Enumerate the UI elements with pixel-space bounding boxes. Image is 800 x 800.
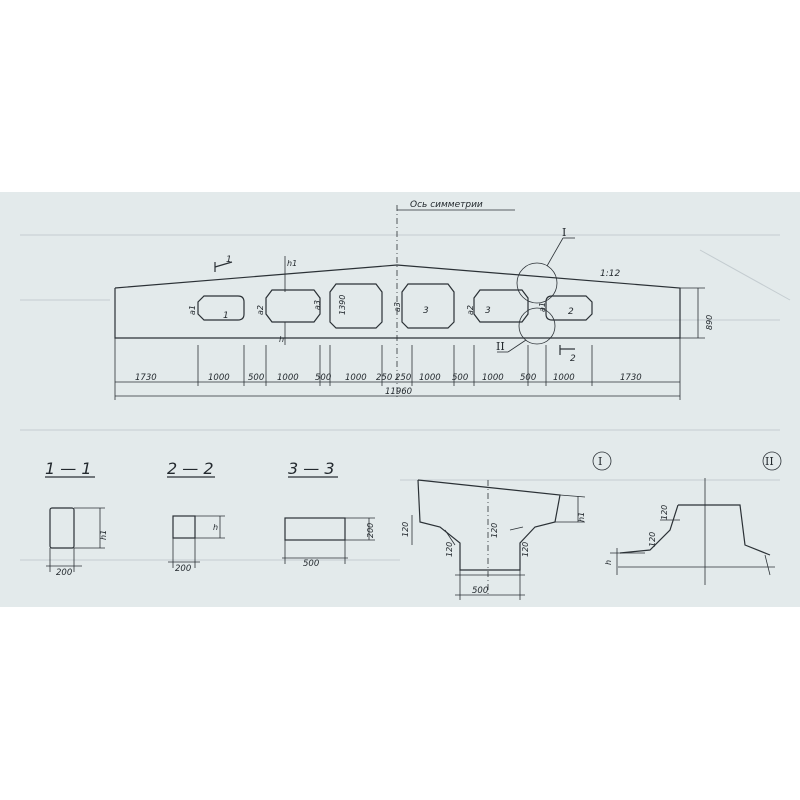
detail-I-mark: I xyxy=(598,455,602,468)
overall-height-dimension: 890 xyxy=(680,287,714,339)
label-1390: 1390 xyxy=(338,295,347,315)
section-3-3: 3 — 3 200 500 xyxy=(282,459,375,569)
detail-I: I h1 120 120 120 120 500 xyxy=(401,451,612,600)
beam-outline xyxy=(114,264,681,339)
detail-mark-II: II xyxy=(496,340,505,353)
opening-a1-left xyxy=(197,295,245,321)
opening-mark-2: 2 xyxy=(568,307,574,317)
label-a3-right: a3 xyxy=(393,302,402,312)
opening-a2-right xyxy=(473,289,529,323)
cut-mark-1: 1 xyxy=(226,255,232,265)
detail-II-120-b: 120 xyxy=(648,532,657,547)
section-3-3-title: 3 — 3 xyxy=(288,459,335,478)
dim-1000-4: 1000 xyxy=(419,373,441,383)
detail-II: II 120 120 h xyxy=(604,451,782,585)
detail-II-mark: II xyxy=(765,455,774,468)
detail-mark-I: I xyxy=(562,226,566,239)
section-1-1-title: 1 — 1 xyxy=(45,459,92,478)
opening-height-labels: a1 a2 a3 1390 a3 a2 a1 h1 h xyxy=(188,256,547,345)
dim-500-3: 500 xyxy=(452,373,468,383)
section-3-3-height: 200 xyxy=(366,523,375,538)
section-2-2-height: h xyxy=(213,523,218,532)
section-2-2-width: 200 xyxy=(175,564,191,574)
detail-circle-I xyxy=(516,262,558,304)
dim-500-1: 500 xyxy=(248,373,264,383)
opening-mark-1: 1 xyxy=(223,311,229,321)
label-a3-left: a3 xyxy=(313,300,322,310)
dim-1730-right: 1730 xyxy=(620,373,642,383)
label-h: h xyxy=(279,335,284,344)
label-a2-left: a2 xyxy=(256,305,265,315)
dim-1000-3: 1000 xyxy=(345,373,367,383)
section-cut-marks: 1 2 1 3 3 2 1:12 xyxy=(214,255,620,364)
dimension-chain: 1730 1000 500 1000 500 1000 250 250 1000… xyxy=(114,338,681,400)
opening-a1-right xyxy=(545,295,593,321)
cut-mark-2: 2 xyxy=(570,354,576,364)
background-ghost-lines xyxy=(20,234,791,561)
detail-I-120-b: 120 xyxy=(445,542,454,557)
dim-1000-6: 1000 xyxy=(553,373,575,383)
detail-I-120-d: 120 xyxy=(521,542,530,557)
detail-II-120-a: 120 xyxy=(660,505,669,520)
dim-500-4: 500 xyxy=(520,373,536,383)
label-a1-right: a1 xyxy=(538,302,547,312)
symmetry-axis-label: Ось симметрии xyxy=(410,200,483,210)
label-a2-right: a2 xyxy=(466,305,475,315)
slope-label: 1:12 xyxy=(600,269,620,279)
dim-1000-2: 1000 xyxy=(277,373,299,383)
detail-I-h1: h1 xyxy=(577,512,586,522)
section-2-2: 2 — 2 h 200 xyxy=(167,459,225,574)
dim-250-1: 250 xyxy=(376,373,392,383)
dim-1000-1: 1000 xyxy=(208,373,230,383)
opening-a3-left xyxy=(329,283,383,329)
opening-a2-left xyxy=(265,289,321,323)
dim-250-2: 250 xyxy=(395,373,411,383)
label-a1-left: a1 xyxy=(188,305,197,315)
label-890: 890 xyxy=(705,315,714,330)
detail-I-120-c: 120 xyxy=(490,523,499,538)
section-2-2-title: 2 — 2 xyxy=(167,459,214,478)
dim-1000-5: 1000 xyxy=(482,373,504,383)
section-1-1: 1 — 1 h1 200 xyxy=(45,459,108,578)
opening-mark-3-right: 3 xyxy=(485,306,491,316)
detail-I-width: 500 xyxy=(472,586,488,596)
detail-circle-II xyxy=(518,307,556,345)
symmetry-axis: Ось симметрии xyxy=(396,200,515,400)
drawing-sheet xyxy=(0,192,800,607)
label-h1: h1 xyxy=(287,259,297,268)
detail-I-120-a: 120 xyxy=(401,522,410,537)
detail-circles: I II xyxy=(496,226,575,353)
section-1-1-width: 200 xyxy=(56,568,72,578)
dim-500-2: 500 xyxy=(315,373,331,383)
detail-II-h: h xyxy=(604,560,613,565)
opening-mark-3-left: 3 xyxy=(423,306,429,316)
section-3-3-width: 500 xyxy=(303,559,319,569)
opening-a3-right xyxy=(401,283,455,329)
dim-total-length: 11960 xyxy=(385,387,412,397)
dim-1730-left: 1730 xyxy=(135,373,157,383)
beam-openings xyxy=(197,283,593,329)
section-1-1-height: h1 xyxy=(99,530,108,540)
